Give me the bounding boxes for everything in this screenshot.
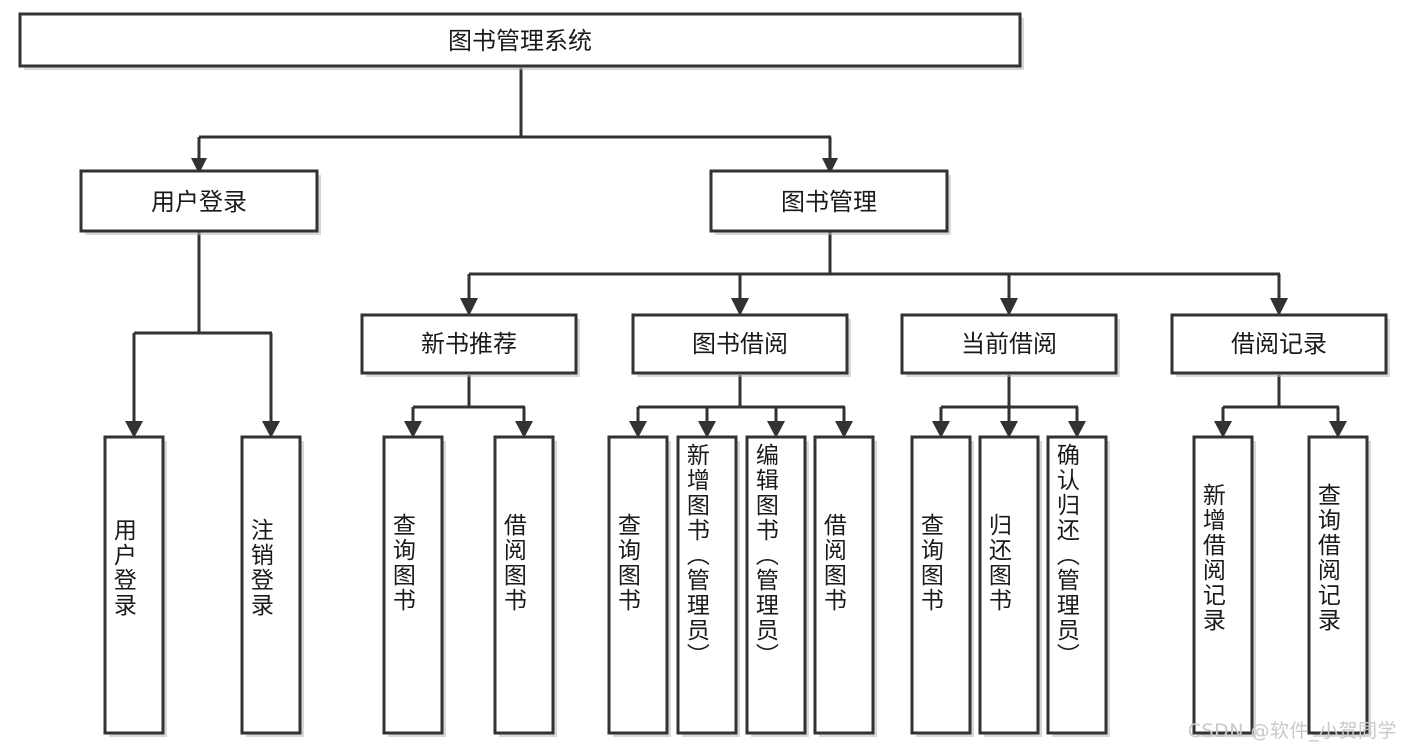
book-manage-label: 图书管理 [781,188,877,216]
node-book-borrow[interactable]: 图书借阅 [631,313,851,377]
arrow-to-current-borrow [1000,298,1018,316]
leaf-borrow-record-2-box [1307,435,1369,735]
leaf-node-user-login-1[interactable] [103,435,167,737]
node-borrow-record[interactable]: 借阅记录 [1170,313,1390,377]
leaf-current-borrow-3-box [1046,435,1108,735]
arrow-userlogin-leaf-1 [125,421,143,438]
leaf-node-book-borrow-1[interactable] [607,435,671,737]
leaf-new-book-1-box [382,435,444,735]
node-user-login[interactable]: 用户登录 [79,169,321,235]
book-borrow-box [631,313,849,375]
current-borrow-box [900,313,1118,375]
new-book-recommend-label: 新书推荐 [421,330,517,358]
leaf-book-borrow-2-box [676,435,738,735]
leaf-book-borrow-3-box [745,435,807,735]
leaf-node-user-login-2[interactable] [240,435,304,737]
new-book-recommend-box [360,313,578,375]
leaf-current-borrow-2-box [978,435,1040,735]
arrow-to-new-book-recommend [460,298,478,316]
node-root[interactable]: 图书管理系统 [18,12,1024,70]
borrow-record-box [1170,313,1388,375]
root-box [18,12,1022,68]
arrow-currentborrow-leaf-3 [1068,421,1086,438]
arrow-to-book-borrow [731,298,749,316]
borrow-record-label: 借阅记录 [1231,330,1327,358]
arrow-to-book-manage [822,158,838,174]
leaf-node-borrow-record-2[interactable] [1307,435,1371,737]
arrow-userlogin-leaf-2 [262,421,280,438]
leaf-node-new-book-2[interactable] [493,435,557,737]
leaf-node-current-borrow-2[interactable] [978,435,1042,737]
leaf-node-current-borrow-3[interactable] [1046,435,1110,737]
arrow-bookborrow-leaf-4 [835,421,853,438]
leaf-node-new-book-1[interactable] [382,435,446,737]
arrow-borrowrecord-leaf-2 [1329,421,1347,438]
arrow-bookborrow-leaf-1 [629,421,647,438]
node-current-borrow[interactable]: 当前借阅 [900,313,1120,377]
arrow-newbook-leaf-2 [515,421,533,438]
arrow-bookborrow-leaf-2 [698,421,716,438]
user-login-box [79,169,319,233]
leaf-node-book-borrow-3[interactable] [745,435,809,737]
current-borrow-label: 当前借阅 [961,330,1057,358]
leaf-borrow-record-1-box [1192,435,1254,735]
book-manage-box [709,169,949,233]
root-label: 图书管理系统 [448,27,592,55]
arrow-currentborrow-leaf-1 [932,421,950,438]
leaf-node-borrow-record-1[interactable] [1192,435,1256,737]
csdn-watermark: CSDN @软件_小贺同学 [1187,720,1397,742]
user-login-label: 用户登录 [151,188,247,216]
leaf-current-borrow-1-box [910,435,972,735]
arrow-newbook-leaf-1 [404,421,422,438]
leaf-book-borrow-4-box [813,435,875,735]
leaf-node-current-borrow-1[interactable] [910,435,974,737]
leaf-user-login-1-box [103,435,165,735]
arrow-currentborrow-leaf-2 [1000,421,1018,438]
leaf-node-book-borrow-2[interactable] [676,435,740,737]
node-new-book-recommend[interactable]: 新书推荐 [360,313,580,377]
arrow-to-user-login [191,158,207,174]
arrow-borrowrecord-leaf-1 [1214,421,1232,438]
leaf-user-login-2-box [240,435,302,735]
arrow-to-borrow-record [1270,298,1288,316]
leaf-new-book-2-box [493,435,555,735]
arrow-bookborrow-leaf-3 [767,421,785,438]
connectors-group [125,68,1347,438]
leaf-book-borrow-1-box [607,435,669,735]
node-book-manage[interactable]: 图书管理 [709,169,951,235]
book-borrow-label: 图书借阅 [692,330,788,358]
leaf-node-book-borrow-4[interactable] [813,435,877,737]
